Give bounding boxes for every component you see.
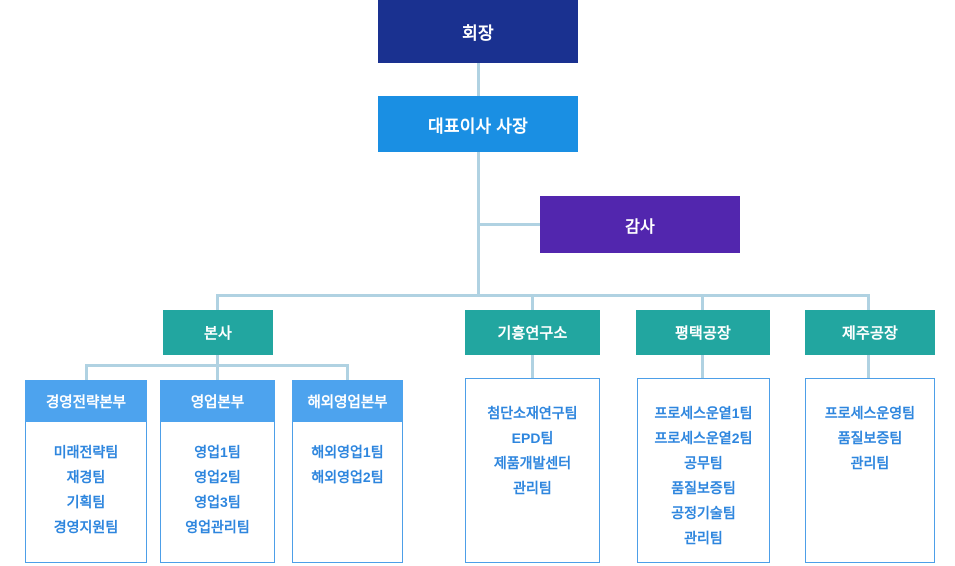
list-item: 첨단소재연구팀 <box>487 405 578 421</box>
list-item: 관리팀 <box>850 455 890 471</box>
card-headquarters-management-strategy[interactable]: 경영전략본부 미래전략팀 재경팀 기획팀 경영지원팀 <box>25 380 147 563</box>
connector-drop-division-1 <box>216 294 219 310</box>
list-item: 품질보증팀 <box>837 430 903 446</box>
connector-trunk-to-audit <box>477 223 540 226</box>
list-item: 경영지원팀 <box>53 519 119 535</box>
list-item: 공무팀 <box>684 455 723 471</box>
card-headquarters-sales[interactable]: 영업본부 영업1팀 영업2팀 영업3팀 영업관리팀 <box>160 380 275 563</box>
node-audit[interactable]: 감사 <box>540 196 740 253</box>
list-item: 영업관리팀 <box>185 519 250 535</box>
card-body-management-strategy: 미래전략팀 재경팀 기획팀 경영지원팀 <box>25 422 147 563</box>
list-item: 영업1팀 <box>194 444 241 460</box>
connector-drop-hq-3 <box>346 364 349 380</box>
card-header-management-strategy[interactable]: 경영전략본부 <box>25 380 147 422</box>
list-item: 관리팀 <box>513 480 552 496</box>
team-list-management-strategy: 미래전략팀 재경팀 기획팀 경영지원팀 <box>26 440 146 540</box>
card-header-sales[interactable]: 영업본부 <box>160 380 275 422</box>
connector-division-bus <box>216 294 870 297</box>
list-item: 공정기술팀 <box>671 505 736 521</box>
node-ceo[interactable]: 대표이사 사장 <box>378 96 578 152</box>
node-chairman-label: 회장 <box>462 24 494 43</box>
list-item: 해외영업1팀 <box>311 444 384 460</box>
connector-drop-hq-1 <box>85 364 88 380</box>
node-division-headquarters-label: 본사 <box>203 325 232 342</box>
node-audit-label: 감사 <box>625 218 655 236</box>
list-item: 품질보증팀 <box>671 480 736 496</box>
connector-giheung-to-panel <box>531 355 534 378</box>
card-body-sales: 영업1팀 영업2팀 영업3팀 영업관리팀 <box>160 422 275 563</box>
card-headquarters-overseas-sales[interactable]: 해외영업본부 해외영업1팀 해외영업2팀 <box>292 380 403 563</box>
team-list-overseas-sales: 해외영업1팀 해외영업2팀 <box>293 440 402 490</box>
list-item: 영업3팀 <box>194 494 241 510</box>
connector-drop-division-4 <box>867 294 870 310</box>
list-item: 재경팀 <box>66 469 106 485</box>
team-list-giheung-research: 첨단소재연구팀 EPD팀 제품개발센터 관리팀 <box>466 401 599 501</box>
node-division-jeju-plant-label: 제주공장 <box>841 325 898 342</box>
node-division-pyeongtaek-plant[interactable]: 평택공장 <box>636 310 770 355</box>
connector-drop-division-2 <box>531 294 534 310</box>
card-header-overseas-sales-label: 해외영업본부 <box>307 394 388 411</box>
panel-giheung-research-teams[interactable]: 첨단소재연구팀 EPD팀 제품개발센터 관리팀 <box>465 378 600 563</box>
list-item: 프로세스운옅2팀 <box>654 430 753 446</box>
node-division-headquarters[interactable]: 본사 <box>163 310 273 355</box>
card-body-overseas-sales: 해외영업1팀 해외영업2팀 <box>292 422 403 563</box>
team-list-jeju-plant: 프로세스운영팀 품질보증팀 관리팀 <box>806 401 934 476</box>
list-item: 기획팀 <box>66 494 106 510</box>
connector-pyeongtaek-to-panel <box>701 355 704 378</box>
panel-jeju-plant-teams[interactable]: 프로세스운영팀 품질보증팀 관리팀 <box>805 378 935 563</box>
list-item: 해외영업2팀 <box>311 469 384 485</box>
list-item: 프로세스운영팀 <box>824 405 916 421</box>
card-header-overseas-sales[interactable]: 해외영업본부 <box>292 380 403 422</box>
list-item: 미래전략팀 <box>53 444 119 460</box>
team-list-pyeongtaek-plant: 프로세스운옅1팀 프로세스운옅2팀 공무팀 품질보증팀 공정기술팀 관리팀 <box>638 401 769 551</box>
connector-jeju-to-panel <box>867 355 870 378</box>
card-header-sales-label: 영업본부 <box>190 394 245 411</box>
list-item: 영업2팀 <box>194 469 241 485</box>
node-division-jeju-plant[interactable]: 제주공장 <box>805 310 935 355</box>
list-item: 제품개발센터 <box>493 455 572 471</box>
card-header-management-strategy-label: 경영전략본부 <box>45 394 127 411</box>
node-division-pyeongtaek-plant-label: 평택공장 <box>674 325 731 342</box>
list-item: EPD팀 <box>511 430 554 446</box>
panel-pyeongtaek-plant-teams[interactable]: 프로세스운옅1팀 프로세스운옅2팀 공무팀 품질보증팀 공정기술팀 관리팀 <box>637 378 770 563</box>
node-ceo-label: 대표이사 사장 <box>428 116 528 136</box>
node-division-giheung-research-label: 기흥연구소 <box>497 325 568 342</box>
connector-headquarters-stem <box>216 355 219 366</box>
node-chairman[interactable]: 회장 <box>378 0 578 63</box>
team-list-sales: 영업1팀 영업2팀 영업3팀 영업관리팀 <box>161 440 274 540</box>
node-division-giheung-research[interactable]: 기흥연구소 <box>465 310 600 355</box>
connector-drop-hq-2 <box>216 364 219 380</box>
connector-chairman-to-ceo <box>477 63 480 96</box>
connector-drop-division-3 <box>701 294 704 310</box>
list-item: 관리팀 <box>684 530 723 546</box>
list-item: 프로세스운옅1팀 <box>654 405 753 421</box>
